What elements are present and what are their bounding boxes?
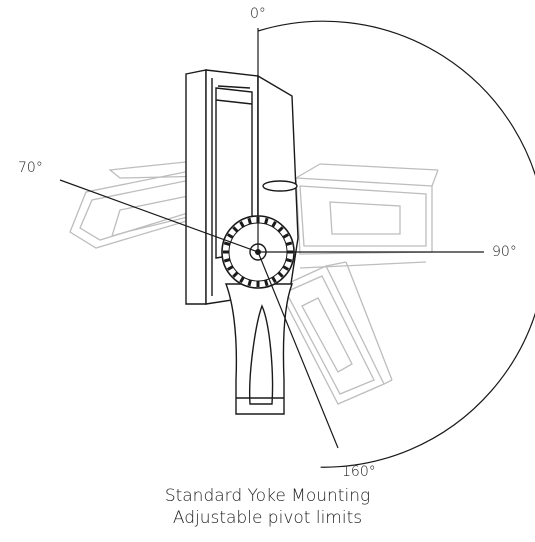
gear-tooth — [277, 271, 284, 278]
gear-tooth — [247, 279, 252, 287]
angle-label-160: 160° — [342, 464, 376, 480]
angle-label-70: 70° — [18, 160, 43, 176]
ghost-fixture-160 — [277, 261, 393, 405]
gear-tooth — [226, 233, 234, 239]
caption-title: Standard Yoke Mounting — [164, 486, 371, 506]
gear-tooth — [223, 241, 231, 246]
gear-tooth — [223, 258, 231, 263]
gear-tooth — [285, 241, 293, 246]
gear-tooth — [247, 217, 252, 225]
gear-tooth — [282, 233, 290, 239]
angle-label-90: 90° — [492, 244, 517, 260]
gear-tooth — [277, 226, 284, 233]
gear-tooth — [264, 217, 269, 225]
angle-line-160 — [257, 251, 339, 449]
gear-tooth — [285, 258, 293, 263]
angle-label-0: 0° — [250, 6, 266, 22]
gear-tooth — [264, 279, 269, 287]
pivot-knob-teeth — [223, 217, 293, 287]
angle-line-70 — [59, 179, 259, 253]
yoke-arm — [224, 283, 294, 415]
gear-tooth — [239, 220, 245, 228]
gear-tooth — [282, 265, 290, 271]
gear-tooth — [232, 226, 239, 233]
pivot-range-arc — [257, 20, 535, 468]
gear-tooth — [271, 276, 277, 284]
gear-tooth — [232, 271, 239, 278]
gear-tooth — [271, 220, 277, 228]
caption-subtitle: Adjustable pivot limits — [172, 508, 363, 528]
gear-tooth — [239, 276, 245, 284]
gear-tooth — [226, 265, 234, 271]
